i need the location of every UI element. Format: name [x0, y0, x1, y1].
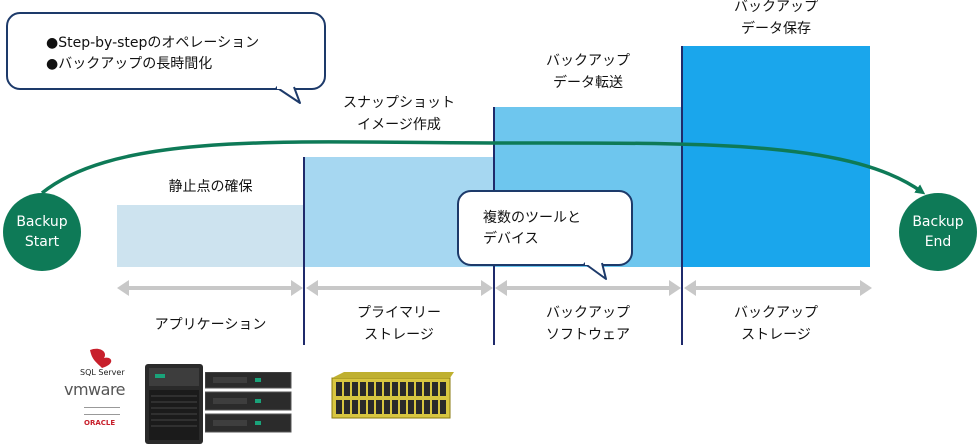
- callout-issues-tail: [275, 86, 301, 104]
- logo-divider: [84, 407, 120, 415]
- oracle-logo: ORACLE: [84, 419, 116, 427]
- phase-label-snapshot: スナップショット イメージ作成: [343, 95, 455, 133]
- segment-arrows: [117, 280, 872, 296]
- sql-server-logo: [90, 348, 112, 368]
- callout-issues-line2: ●バックアップの長時間化: [46, 56, 213, 72]
- divider-3: [681, 46, 683, 345]
- segment-arrow-3: [495, 280, 681, 296]
- tower-server-image: [145, 364, 203, 444]
- segment-label-backup-software: バックアップ ソフトウェア: [546, 305, 630, 343]
- storage-array-image: [331, 372, 454, 419]
- backup-end-circle: Backup End: [899, 193, 977, 271]
- phase-label-store: バックアップ データ保存: [734, 0, 818, 37]
- segment-label-application: アプリケーション: [154, 317, 267, 333]
- rack-servers-image: [205, 372, 292, 433]
- callout-tools-tail: [583, 262, 607, 280]
- segment-label-primary-storage: プライマリー ストレージ: [357, 305, 441, 343]
- segment-label-backup-storage: バックアップ ストレージ: [734, 305, 818, 343]
- callout-issues-line1: ●Step-by-stepのオペレーション: [46, 35, 260, 51]
- phase-bar-store: [682, 46, 870, 267]
- callout-tools-text: 複数のツールと デバイス: [483, 210, 581, 247]
- vmware-logo: vmware: [64, 380, 126, 399]
- phase-label-quiesce: 静止点の確保: [168, 179, 253, 195]
- callout-tools: 複数のツールと デバイス: [457, 190, 633, 266]
- segment-arrow-4: [684, 280, 872, 296]
- phase-label-transfer: バックアップ データ転送: [546, 53, 630, 91]
- segment-arrow-2: [306, 280, 493, 296]
- segment-arrow-1: [117, 280, 303, 296]
- sql-server-logo-text: SQL Server: [80, 368, 125, 377]
- backup-start-circle: Backup Start: [3, 193, 81, 271]
- callout-issues: ●Step-by-stepのオペレーション ●バックアップの長時間化: [6, 12, 326, 90]
- phase-bar-quiesce: [117, 205, 304, 267]
- divider-1: [303, 157, 305, 345]
